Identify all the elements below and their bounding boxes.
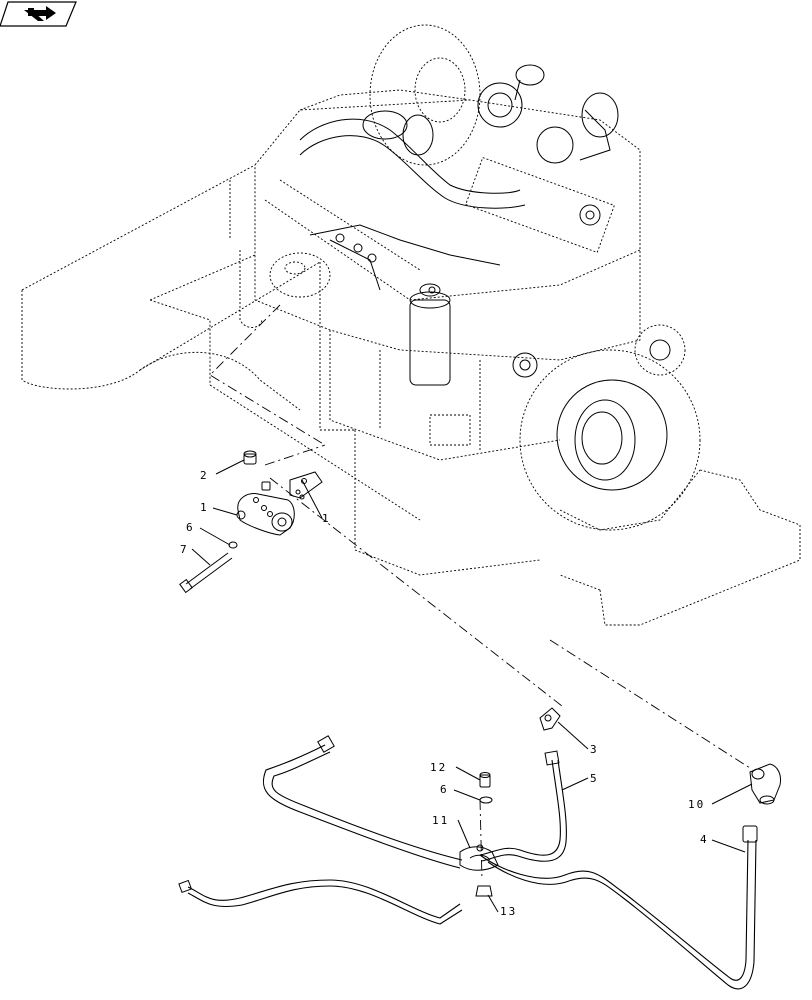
- callout-5: 5: [590, 772, 599, 785]
- callout-13: 13: [500, 905, 517, 918]
- nut-part-1: [236, 510, 246, 520]
- washer-part-6: [228, 541, 238, 549]
- plate-part-1: [289, 471, 323, 500]
- callout-6-upper: 6: [186, 521, 195, 534]
- nav-arrow-icon[interactable]: [0, 1, 77, 27]
- washer-part-6-lower: [479, 796, 493, 804]
- callout-labels: 1 2 1 6 7 3 5 12 6 11 13 10 4: [180, 459, 753, 918]
- callout-6-lower: 6: [440, 783, 449, 796]
- mount-block: [237, 481, 295, 536]
- callout-10: 10: [688, 798, 705, 811]
- bolt-part-2: [243, 450, 257, 465]
- callout-1-nut: 1: [200, 501, 209, 514]
- elbow-part-10: [749, 763, 781, 805]
- chassis-outline: [21, 164, 801, 626]
- callout-7: 7: [180, 543, 189, 556]
- callout-12: 12: [430, 761, 447, 774]
- callout-3: 3: [590, 743, 599, 756]
- bolt-part-12: [479, 772, 491, 788]
- callout-1-plate: 1: [322, 512, 331, 525]
- elbow-part-3: [539, 707, 561, 731]
- bolt-part-7: [179, 552, 233, 594]
- leader-lines: [209, 304, 751, 881]
- callout-4: 4: [700, 833, 709, 846]
- hose-assemblies: [178, 707, 781, 990]
- engine-illustration: [229, 24, 701, 531]
- callout-11: 11: [432, 814, 449, 827]
- callout-2: 2: [200, 469, 209, 482]
- nut-part-13: [475, 885, 493, 897]
